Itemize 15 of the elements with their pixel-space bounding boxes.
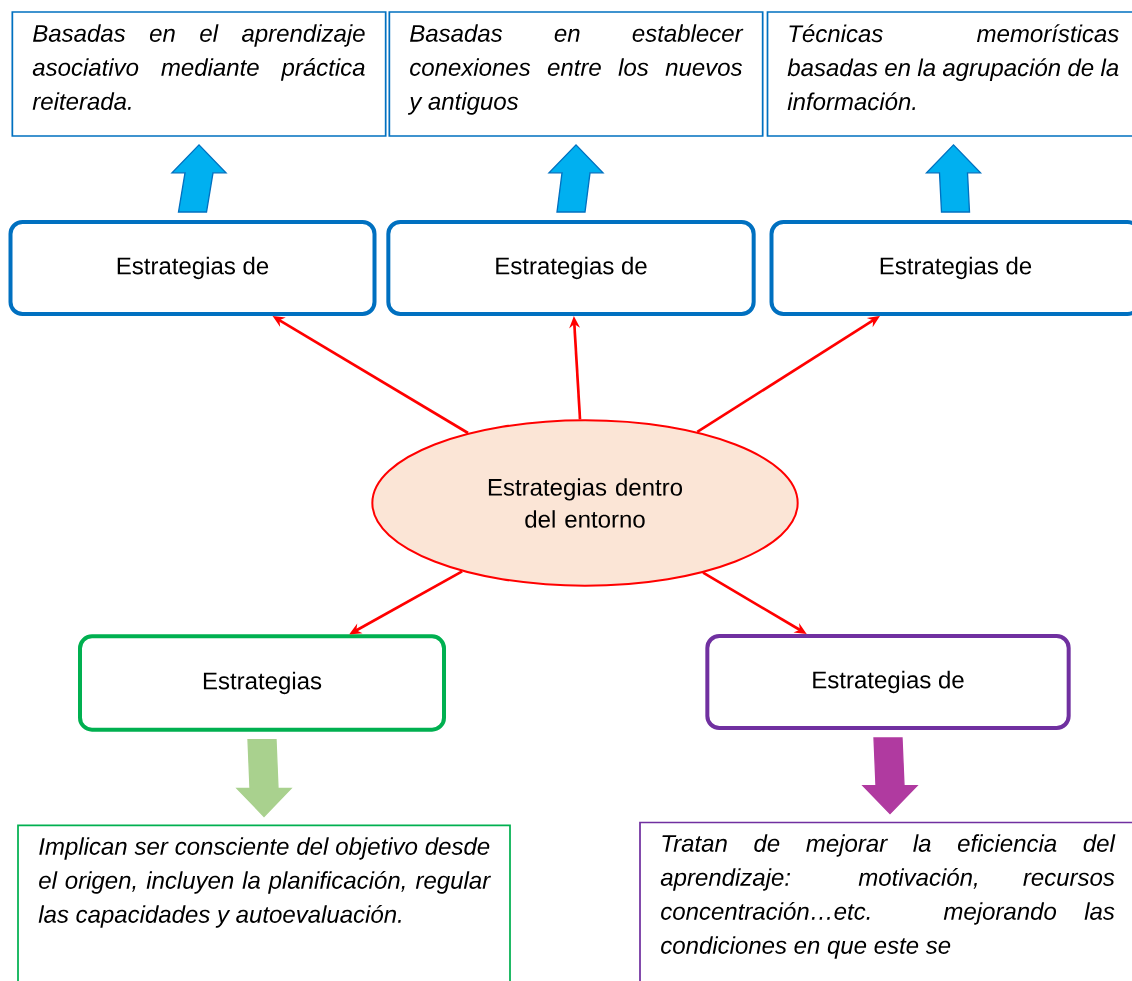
block-arrow [170,143,228,213]
block-arrow [861,737,919,815]
description-box: Basadas en el aprendizaje asociativo mediante práctica reiterada. [11,11,387,137]
category-box: Estrategias de [386,220,756,316]
block-arrow [924,143,983,213]
category-box: Estrategias de [769,220,1132,316]
description-box: Implican ser consciente del objetivo desde el origen, incluyen la planificación, regular las capacidades y autoevaluación. [17,824,511,981]
description-box: Tratan de mejorar la eficiencia del aprendizaje: motivación, recursos concentración…etc. mejorando las condiciones en que este se [639,821,1132,981]
category-box: Estrategias de [705,634,1071,730]
category-box: Estrategias de [8,220,377,316]
block-arrow [547,143,605,213]
block-arrow [235,739,293,818]
description-box: Basadas en establecer conexiones entre los nuevos y antiguos [388,11,764,137]
category-box: Estrategias [78,634,446,732]
description-box: Técnicas memorísticas basadas en la agrupación de la información. [766,11,1132,137]
